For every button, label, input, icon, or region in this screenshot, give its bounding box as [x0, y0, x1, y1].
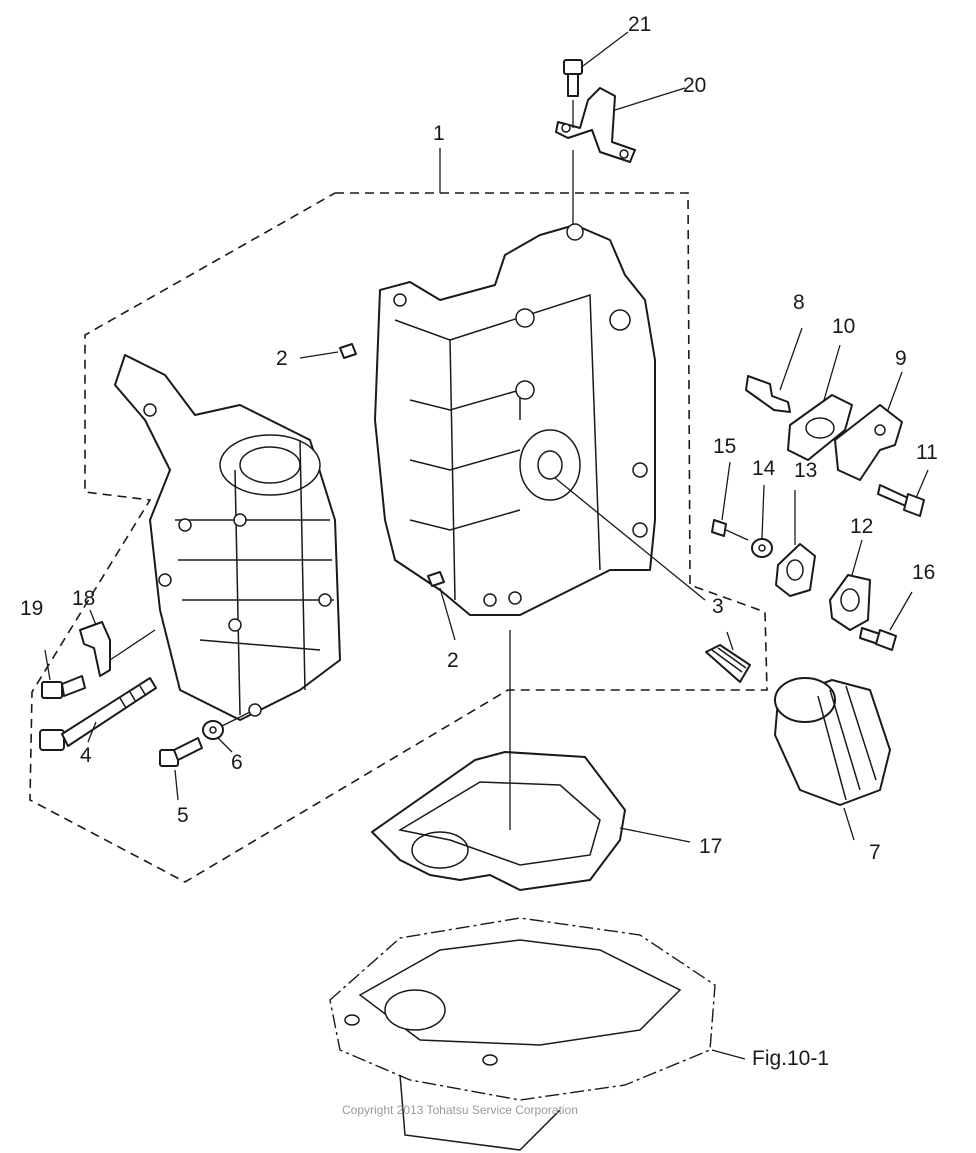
callout-16: 16 [912, 561, 936, 584]
relief-cover [829, 574, 871, 631]
callout-9: 9 [895, 347, 907, 370]
stud [705, 644, 751, 683]
callout-4: 4 [80, 744, 92, 767]
long-bolt [39, 677, 157, 751]
callout-19: 19 [20, 597, 44, 620]
callout-5: 5 [177, 804, 189, 827]
callout-12: 12 [850, 515, 874, 538]
engine-base-reference [329, 917, 716, 1151]
callout-3: 3 [712, 595, 724, 618]
callout-14: 14 [752, 457, 776, 480]
callout-15: 15 [713, 435, 737, 458]
callout-13: 13 [794, 459, 818, 482]
callout-18: 18 [72, 587, 96, 610]
clamp-bolt [563, 59, 583, 97]
relief-gasket [775, 543, 816, 597]
bracket [79, 621, 111, 677]
callout-1: 1 [433, 122, 445, 145]
thermo-switch [745, 375, 791, 413]
callout-8: 8 [793, 291, 805, 314]
relief-spacer [751, 538, 773, 558]
copyright-notice: Copyright 2013 Tohatsu Service Corporati… [342, 1103, 578, 1117]
cylinder-block [374, 223, 656, 616]
callout-6: 6 [231, 751, 243, 774]
relief-bolt-small [711, 519, 749, 541]
thermostat-gasket [787, 394, 853, 461]
assembly-boundary [29, 192, 768, 883]
callout-10: 10 [832, 315, 856, 338]
callout-7: 7 [869, 841, 881, 864]
base-gasket [371, 751, 626, 891]
clamp-bracket [555, 87, 636, 163]
short-bolt [159, 737, 203, 767]
dowel-pin-lower [427, 571, 445, 587]
oil-filter [774, 677, 891, 806]
callout-17: 17 [699, 835, 723, 858]
callout-20: 20 [683, 74, 707, 97]
bracket-bolt [41, 675, 86, 699]
callout-21: 21 [628, 13, 652, 36]
figure-reference-label: Fig.10-1 [752, 1047, 830, 1070]
callout-11: 11 [916, 441, 938, 464]
dowel-pin-upper [339, 343, 357, 359]
callout-2-lower: 2 [447, 649, 459, 672]
cylinder-head [114, 354, 341, 721]
thermostat-cover [834, 404, 903, 481]
relief-bolt [859, 627, 897, 651]
cover-bolt [877, 484, 925, 517]
washer [202, 720, 224, 740]
callout-2-upper: 2 [276, 347, 288, 370]
